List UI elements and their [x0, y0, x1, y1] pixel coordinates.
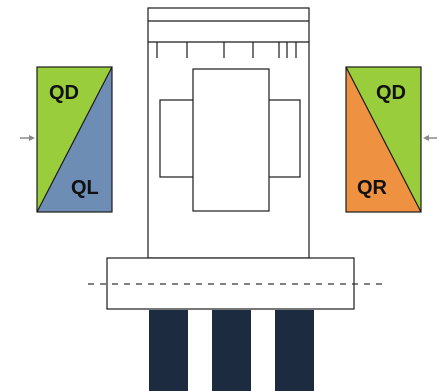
left-wing-box	[159, 99, 196, 178]
foundation-piles	[149, 310, 314, 391]
right-arrow-icon	[423, 135, 437, 141]
central-core-box	[192, 68, 270, 212]
left-panel: QD QL	[36, 66, 113, 213]
left-panel-border	[36, 66, 113, 213]
right-wing-box	[264, 99, 301, 178]
right-panel-top-label: QD	[376, 82, 406, 104]
left-panel-bottom-label: QL	[71, 177, 99, 199]
right-panel-border	[345, 66, 422, 213]
building-tick-marks	[156, 42, 297, 58]
pile-left	[149, 310, 188, 391]
left-arrow-icon	[20, 135, 35, 141]
pile-right	[275, 310, 314, 391]
right-panel-diagonal	[345, 66, 422, 213]
left-panel-top-label: QD	[49, 82, 79, 104]
pile-center	[212, 310, 251, 391]
building	[147, 7, 310, 259]
right-panel: QD QR	[345, 66, 422, 213]
right-panel-bottom-label: QR	[357, 177, 388, 199]
left-panel-diagonal	[36, 66, 113, 213]
